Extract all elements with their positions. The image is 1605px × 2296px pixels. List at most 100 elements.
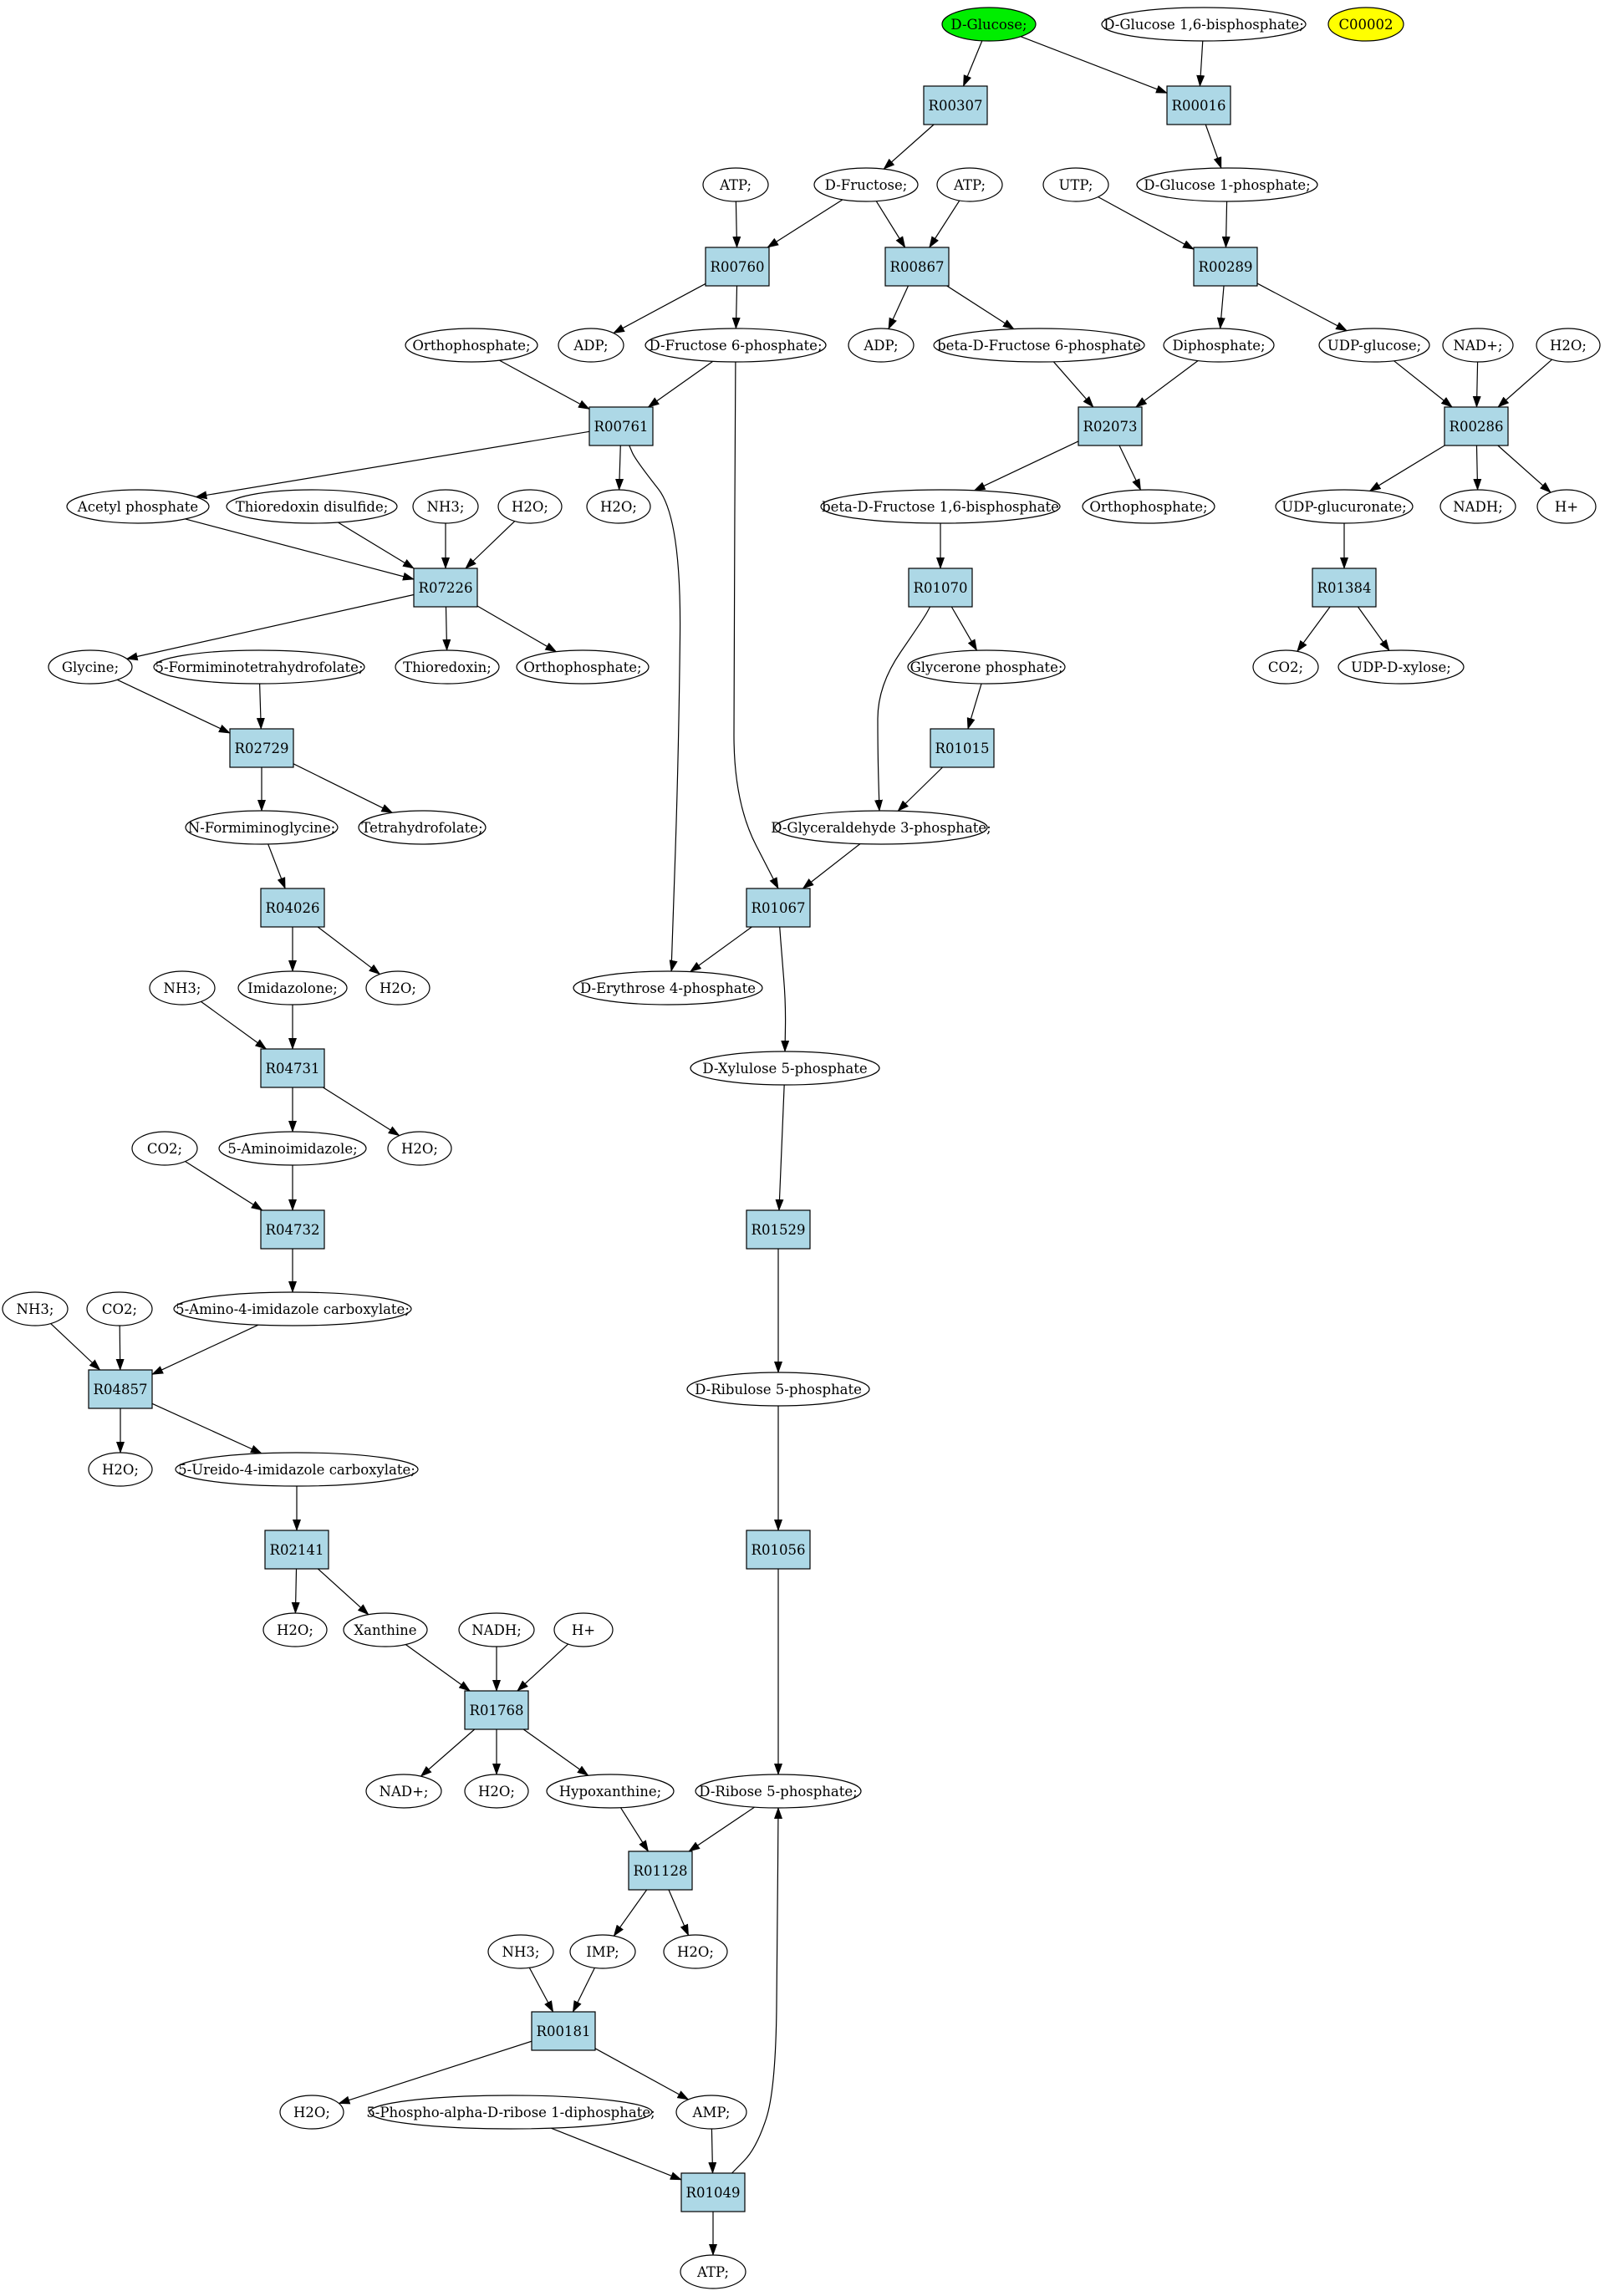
reaction-node-R04857[interactable]: R04857: [88, 1369, 153, 1409]
compound-node-thf[interactable]: Tetrahydrofolate;: [358, 810, 487, 845]
reaction-node-R01529[interactable]: R01529: [746, 1209, 811, 1250]
compound-node-aic[interactable]: 5-Amino-4-imidazole carboxylate;: [173, 1291, 412, 1326]
compound-node-nh3b[interactable]: NH3;: [149, 970, 216, 1005]
compound-node-diphos[interactable]: Diphosphate;: [1163, 328, 1275, 363]
compound-node-co2b[interactable]: CO2;: [131, 1131, 198, 1166]
compound-node-prpp[interactable]: 5-Phospho-alpha-D-ribose 1-diphosphate;: [366, 2095, 655, 2130]
reaction-node-R01015[interactable]: R01015: [930, 728, 995, 768]
reaction-node-R00761[interactable]: R00761: [588, 406, 654, 446]
node-label: ATP;: [953, 177, 986, 193]
compound-node-h2o8[interactable]: H2O;: [464, 1774, 529, 1809]
compound-node-xan[interactable]: Xanthine: [343, 1612, 428, 1647]
reaction-node-R01128[interactable]: R01128: [628, 1851, 693, 1891]
compound-node-acp[interactable]: Acetyl phosphate: [66, 489, 210, 524]
reaction-node-R01067[interactable]: R01067: [746, 888, 811, 928]
compound-node-hplus2[interactable]: H+: [553, 1612, 614, 1647]
compound-node-nad1[interactable]: NAD+;: [1442, 328, 1514, 363]
compound-ellipse: [936, 167, 1003, 202]
compound-node-trxss[interactable]: Thioredoxin disulfide;: [226, 489, 398, 524]
reaction-node-R00289[interactable]: R00289: [1193, 247, 1258, 287]
compound-node-udpglcur[interactable]: UDP-glucuronate;: [1275, 489, 1414, 524]
compound-node-hyp[interactable]: Hypoxanthine;: [546, 1774, 675, 1809]
compound-node-glc16bp[interactable]: D-Glucose 1,6-bisphosphate;: [1101, 7, 1307, 42]
compound-ellipse: [1163, 328, 1275, 363]
compound-node-glc[interactable]: D-Glucose;: [941, 7, 1037, 42]
reaction-node-R00307[interactable]: R00307: [923, 85, 988, 125]
compound-node-nh3c[interactable]: NH3;: [2, 1291, 69, 1326]
compound-node-udpglc[interactable]: UDP-glucose;: [1318, 328, 1430, 363]
compound-node-ortho3[interactable]: Orthophosphate;: [516, 649, 650, 685]
reaction-node-R00181[interactable]: R00181: [531, 2011, 596, 2051]
reaction-node-R01056[interactable]: R01056: [746, 1530, 811, 1570]
reaction-node-R01070[interactable]: R01070: [908, 568, 973, 608]
reaction-node-R01768[interactable]: R01768: [464, 1690, 529, 1730]
compound-node-aimid[interactable]: 5-Aminoimidazole;: [218, 1131, 367, 1166]
compound-node-ortho1[interactable]: Orthophosphate;: [405, 328, 538, 363]
reaction-node-R02729[interactable]: R02729: [229, 728, 294, 768]
compound-node-bf16bp[interactable]: beta-D-Fructose 1,6-bisphosphate: [820, 489, 1061, 524]
compound-node-h2o4[interactable]: H2O;: [365, 970, 431, 1005]
compound-node-f6p[interactable]: D-Fructose 6-phosphate;: [645, 328, 827, 363]
node-label: NADH;: [471, 1622, 522, 1638]
compound-node-hplus1[interactable]: H+: [1536, 489, 1597, 524]
reaction-node-R02141[interactable]: R02141: [264, 1530, 329, 1570]
compound-node-co2a[interactable]: CO2;: [1252, 649, 1319, 685]
compound-node-co2c[interactable]: CO2;: [86, 1291, 153, 1326]
compound-node-trx[interactable]: Thioredoxin;: [395, 649, 500, 685]
compound-node-bf6p[interactable]: beta-D-Fructose 6-phosphate: [933, 328, 1145, 363]
compound-ellipse: [153, 649, 365, 685]
reaction-node-R01384[interactable]: R01384: [1312, 568, 1377, 608]
node-label: NH3;: [427, 499, 465, 515]
compound-node-x5p[interactable]: D-Xylulose 5-phosphate: [690, 1051, 880, 1086]
compound-node-ortho2[interactable]: Orthophosphate;: [1082, 489, 1215, 524]
compound-node-h2o5[interactable]: H2O;: [387, 1131, 452, 1166]
compound-node-udpxyl[interactable]: UDP-D-xylose;: [1338, 649, 1465, 685]
compound-node-adp2[interactable]: ADP;: [848, 328, 915, 363]
compound-node-nad2[interactable]: NAD+;: [365, 1774, 442, 1809]
reaction-node-R01049[interactable]: R01049: [680, 2172, 746, 2212]
reaction-node-R00760[interactable]: R00760: [705, 247, 770, 287]
compound-node-imid[interactable]: Imidazolone;: [237, 970, 348, 1005]
compound-node-h2o3[interactable]: H2O;: [586, 489, 651, 524]
compound-node-imp[interactable]: IMP;: [569, 1934, 636, 1969]
node-label: R01070: [914, 580, 968, 596]
compound-node-atp3[interactable]: ATP;: [680, 2254, 746, 2289]
compound-node-nadh2[interactable]: NADH;: [458, 1612, 535, 1647]
reaction-node-R04026[interactable]: R04026: [260, 888, 325, 928]
compound-node-adp1[interactable]: ADP;: [558, 328, 624, 363]
compound-node-h2o2[interactable]: H2O;: [497, 489, 563, 524]
compound-node-fru[interactable]: D-Fructose;: [813, 167, 919, 202]
compound-node-fthf[interactable]: 5-Formiminotetrahydrofolate;: [153, 649, 365, 685]
reaction-node-R00286[interactable]: R00286: [1444, 406, 1509, 446]
compound-node-h2o7[interactable]: H2O;: [262, 1612, 328, 1647]
compound-node-amp[interactable]: AMP;: [675, 2095, 747, 2130]
reaction-node-R04732[interactable]: R04732: [260, 1209, 325, 1250]
compound-node-nh3d[interactable]: NH3;: [487, 1934, 554, 1969]
compound-node-e4p[interactable]: D-Erythrose 4-phosphate: [573, 970, 763, 1005]
compound-node-atp2[interactable]: ATP;: [936, 167, 1003, 202]
reaction-node-R02073[interactable]: R02073: [1078, 406, 1143, 446]
reaction-node-R07226[interactable]: R07226: [413, 568, 478, 608]
compound-node-utp[interactable]: UTP;: [1042, 167, 1109, 202]
compound-node-c00002[interactable]: C00002: [1327, 7, 1404, 42]
compound-node-ru5p[interactable]: D-Ribulose 5-phosphate: [686, 1372, 870, 1407]
compound-node-nadh1[interactable]: NADH;: [1439, 489, 1516, 524]
compound-node-h2o6[interactable]: H2O;: [88, 1452, 153, 1487]
compound-node-h2o1[interactable]: H2O;: [1536, 328, 1601, 363]
compound-node-dhap[interactable]: Glycerone phosphate;: [907, 649, 1066, 685]
edge-f6p-to-R00761: [647, 360, 714, 408]
compound-node-uic[interactable]: 5-Ureido-4-imidazole carboxylate;: [175, 1452, 419, 1487]
reaction-node-R00016[interactable]: R00016: [1166, 85, 1231, 125]
edge-R00181-to-amp: [594, 2048, 690, 2100]
compound-node-r5p[interactable]: D-Ribose 5-phosphate;: [695, 1774, 862, 1809]
reaction-node-R04731[interactable]: R04731: [260, 1048, 325, 1088]
compound-node-h2o9[interactable]: H2O;: [663, 1934, 728, 1969]
compound-node-gly[interactable]: Glycine;: [48, 649, 133, 685]
compound-node-gap[interactable]: D-Glyceraldehyde 3-phosphate;: [771, 810, 991, 845]
compound-node-atp1[interactable]: ATP;: [702, 167, 769, 202]
reaction-node-R00867[interactable]: R00867: [884, 247, 950, 287]
compound-node-nh3a[interactable]: NH3;: [412, 489, 479, 524]
compound-node-h2o10[interactable]: H2O;: [279, 2095, 344, 2130]
compound-node-g1p[interactable]: D-Glucose 1-phosphate;: [1136, 167, 1318, 202]
compound-node-nfgly[interactable]: N-Formiminoglycine;: [185, 810, 339, 845]
